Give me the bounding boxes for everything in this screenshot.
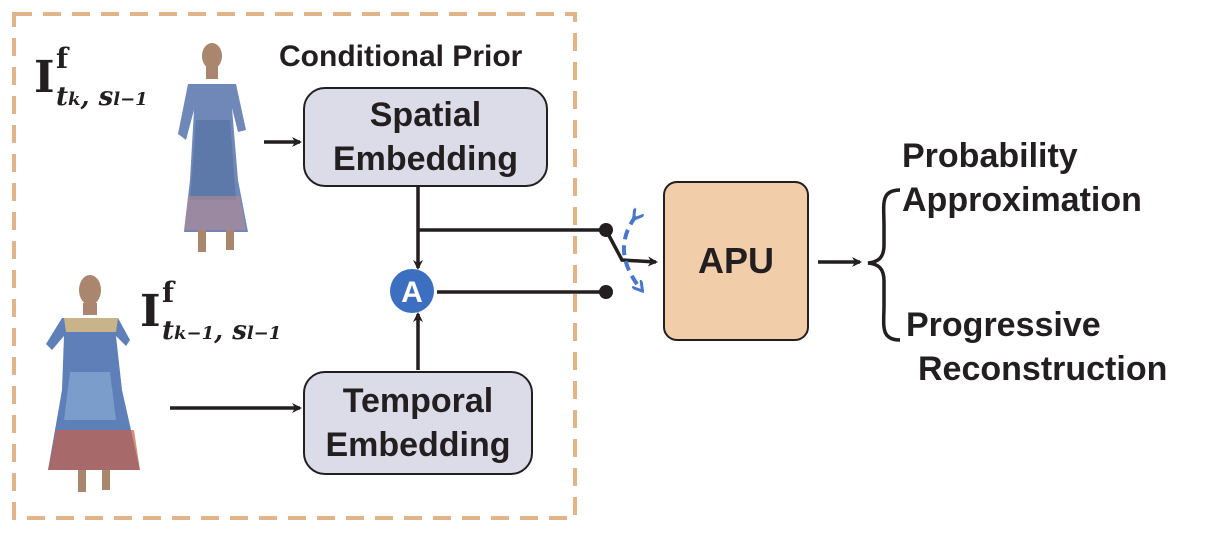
switch-contact-bottom	[599, 285, 613, 299]
temporal-embedding-block: Temporal Embedding	[303, 371, 533, 475]
output-top-line1: Probability	[902, 137, 1078, 175]
previous-frame-symbol: I f tk−1, sl−1	[140, 276, 282, 346]
current-frame-symbol: I f tk, sl−1	[34, 42, 148, 112]
conditional-prior-region	[12, 12, 577, 520]
conditional-prior-label: Conditional Prior	[279, 40, 523, 73]
apu-block: APU	[663, 181, 809, 341]
output-brace	[867, 188, 901, 342]
output-bottom-line1: Progressive	[906, 306, 1101, 344]
temporal-embedding-line1: Temporal	[342, 382, 494, 420]
spatial-embedding-line1: Spatial	[369, 96, 482, 134]
aggregator-label: A	[401, 276, 423, 309]
output-progressive-reconstruction: Progressive Reconstruction	[906, 303, 1167, 391]
spatial-embedding-block: Spatial Embedding	[303, 87, 548, 187]
switch-lever	[604, 229, 658, 267]
output-top-line2: Approximation	[902, 181, 1142, 219]
output-bottom-line2: Reconstruction	[918, 350, 1168, 388]
switch-toggle-arc	[622, 216, 640, 288]
apu-label: APU	[697, 240, 774, 281]
previous-frame-figure	[46, 275, 140, 492]
current-frame-figure	[178, 43, 248, 252]
aggregator-node	[390, 269, 434, 313]
spatial-embedding-line2: Embedding	[332, 140, 519, 178]
temporal-embedding-line2: Embedding	[325, 426, 511, 464]
output-probability-approximation: Probability Approximation	[902, 134, 1142, 222]
